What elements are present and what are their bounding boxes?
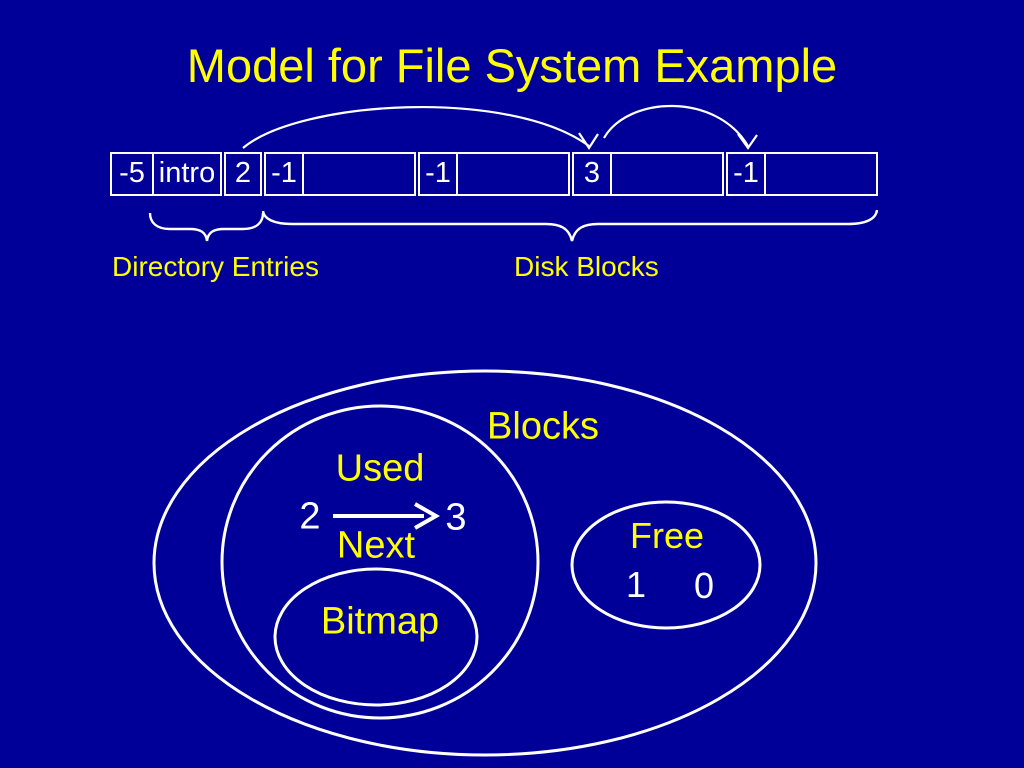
block-data-cell-2 xyxy=(610,152,724,196)
directory-cell-0: -5 xyxy=(110,152,154,196)
block-data-cell-0 xyxy=(302,152,416,196)
brace-directory-entries xyxy=(148,212,265,242)
used-to-value: 3 xyxy=(445,496,467,539)
next-arrowhead-icon xyxy=(414,502,441,530)
free-value-1: 1 xyxy=(625,564,647,605)
block-pointer-cell-1: -1 xyxy=(418,152,458,196)
brace-disk-blocks xyxy=(261,209,879,242)
block-data-cell-3 xyxy=(764,152,878,196)
directory-entries-label: Directory Entries xyxy=(112,251,319,282)
arc-block3-to-block-neg1 xyxy=(603,104,749,147)
block-pointer-cell-0: -1 xyxy=(264,152,304,196)
slide-title: Model for File System Example xyxy=(186,39,838,92)
arrowhead-icon xyxy=(737,133,758,150)
free-value-0: 0 xyxy=(693,565,715,606)
block-pointer-cell-3: -1 xyxy=(726,152,766,196)
next-label: Next xyxy=(336,524,416,567)
block-pointer-cell-2: 3 xyxy=(572,152,612,196)
free-label: Free xyxy=(629,515,705,556)
used-label: Used xyxy=(335,447,425,490)
disk-blocks-label: Disk Blocks xyxy=(514,251,659,282)
directory-cell-2: 2 xyxy=(224,152,262,196)
arrowhead-icon xyxy=(578,132,599,151)
block-data-cell-1 xyxy=(456,152,570,196)
blocks-label: Blocks xyxy=(487,405,599,448)
arc-directory-to-block3 xyxy=(242,106,590,149)
directory-cell-1: intro xyxy=(152,152,222,196)
used-from-value: 2 xyxy=(299,495,321,538)
blocks-ellipse xyxy=(152,369,818,757)
bitmap-label: Bitmap xyxy=(320,600,440,643)
